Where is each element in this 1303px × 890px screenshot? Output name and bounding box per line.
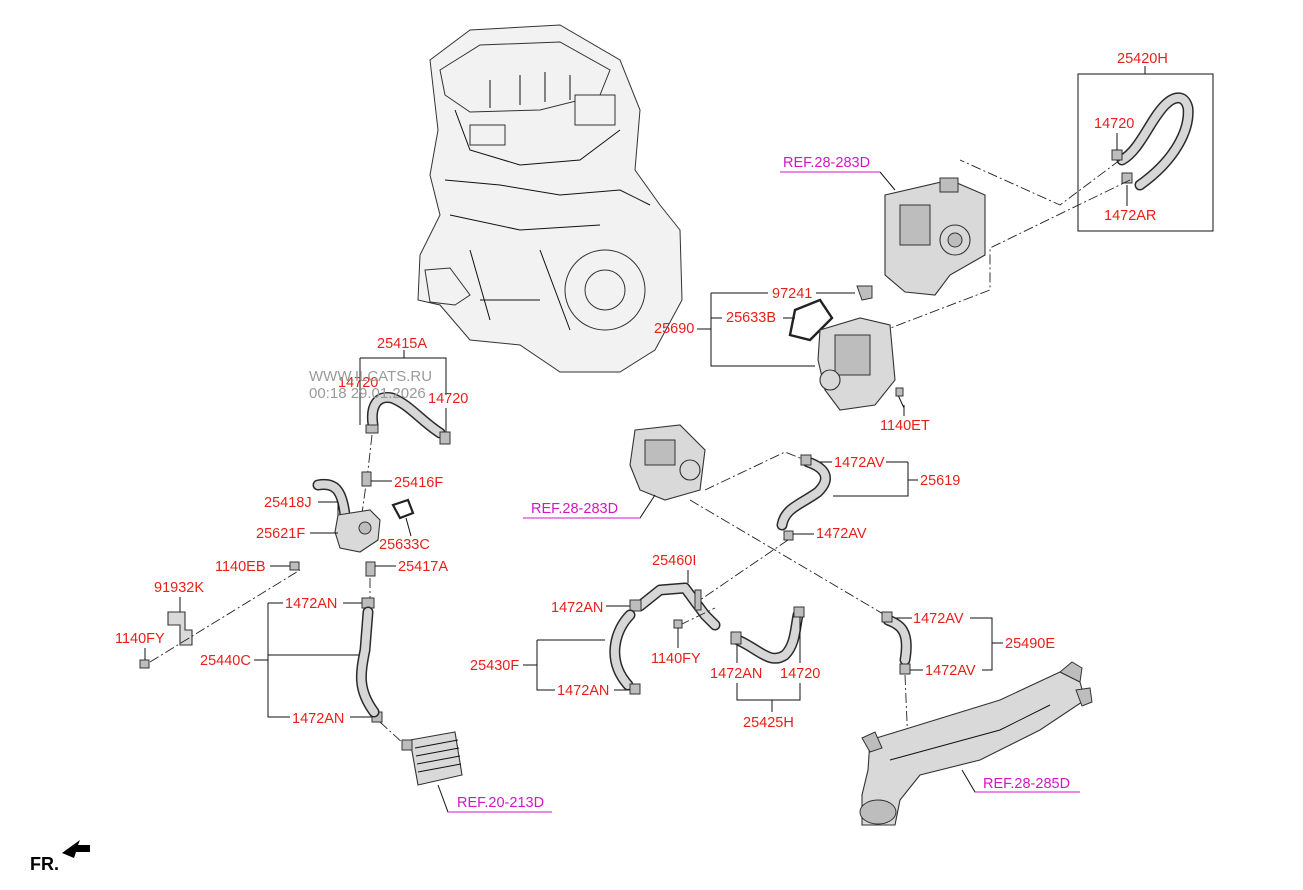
watermark-timestamp: 00:18 29.01.2026: [309, 385, 426, 402]
part-1140fy-center: [673, 619, 683, 629]
group-25619: 1472AV 25619 1472AV: [776, 454, 960, 542]
group-25420h: 25420H 14720 1472AR: [1077, 51, 1214, 232]
label-14720-left[interactable]: 14720: [338, 375, 378, 391]
group-25415a: 25415A 14720 14720: [338, 336, 468, 445]
label-1472AR[interactable]: 1472AR: [1104, 208, 1156, 224]
front-arrow-icon: [62, 840, 90, 858]
label-1140EB[interactable]: 1140EB: [215, 559, 266, 575]
front-direction-indicator: FR.: [30, 840, 90, 874]
throttle-body-illustration: [629, 424, 706, 501]
group-25690: 97241 25633B 25690 1140ET: [654, 285, 930, 434]
ref-20-213d[interactable]: REF.20-213D: [457, 795, 544, 811]
label-1140ET[interactable]: 1140ET: [880, 418, 930, 434]
label-1472AV-mid[interactable]: 1472AV: [816, 526, 867, 542]
part-1140fy-left: [139, 659, 150, 669]
label-25416F[interactable]: 25416F: [394, 475, 443, 491]
group-25430f: 25430F 1472AN: [470, 609, 641, 699]
label-25440C[interactable]: 25440C: [200, 653, 251, 669]
label-1472AV-right-bottom[interactable]: 1472AV: [925, 663, 976, 679]
label-14720-right[interactable]: 14720: [428, 391, 468, 407]
group-25425h: 1472AN 14720 25425H: [710, 606, 820, 731]
label-25460I[interactable]: 25460I: [652, 553, 696, 569]
part-1140eb: [289, 561, 300, 571]
part-91932k: [167, 611, 193, 646]
group-25490e: 1472AV 25490E 1472AV: [881, 611, 1055, 679]
ref-28-285d[interactable]: REF.28-285D: [983, 776, 1070, 792]
label-25621F[interactable]: 25621F: [256, 526, 305, 542]
label-1472AN-center-bottom[interactable]: 1472AN: [557, 683, 609, 699]
watermark-site: WWW.ILCATS.RU: [309, 368, 432, 385]
ref-28-283d-top[interactable]: REF.28-283D: [783, 155, 870, 171]
label-1472AN-right[interactable]: 1472AN: [710, 666, 762, 682]
label-14720-center[interactable]: 14720: [780, 666, 820, 682]
label-1472AV-right-top[interactable]: 1472AV: [913, 611, 964, 627]
label-25425H[interactable]: 25425H: [743, 715, 794, 731]
label-25420H[interactable]: 25420H: [1117, 51, 1168, 67]
label-25633B[interactable]: 25633B: [726, 310, 776, 326]
egr-module-illustration: [884, 177, 986, 296]
ref-28-283d-center[interactable]: REF.28-283D: [531, 501, 618, 517]
label-1140FY-center[interactable]: 1140FY: [651, 651, 701, 667]
engine-block-illustration: [417, 24, 683, 373]
group-25440c: 1472AN 25440C 1472AN: [200, 596, 383, 727]
label-1472AN-center-top[interactable]: 1472AN: [551, 600, 603, 616]
label-1472AV-top[interactable]: 1472AV: [834, 455, 885, 471]
part-25416f: [361, 471, 372, 487]
label-14720[interactable]: 14720: [1094, 116, 1134, 132]
part-25633c: [391, 498, 415, 520]
label-25430F[interactable]: 25430F: [470, 658, 519, 674]
oil-cooler-illustration: [401, 731, 463, 786]
label-25690[interactable]: 25690: [654, 321, 694, 337]
part-25417a: [365, 561, 376, 577]
label-25619[interactable]: 25619: [920, 473, 960, 489]
label-25490E[interactable]: 25490E: [1005, 636, 1055, 652]
label-1472AN-bottom-left[interactable]: 1472AN: [292, 711, 344, 727]
label-25418J[interactable]: 25418J: [264, 495, 312, 511]
label-25415A[interactable]: 25415A: [377, 336, 427, 352]
label-91932K[interactable]: 91932K: [154, 580, 204, 596]
label-1472AN-top-left[interactable]: 1472AN: [285, 596, 337, 612]
coolant-pipe-illustration: [859, 661, 1093, 826]
label-1140FY-left[interactable]: 1140FY: [115, 631, 165, 647]
part-25621f: [334, 509, 381, 553]
group-25460i: 25460I: [634, 553, 721, 631]
label-25633C[interactable]: 25633C: [379, 537, 430, 553]
label-25417A[interactable]: 25417A: [398, 559, 448, 575]
front-label: FR.: [30, 854, 59, 874]
label-97241[interactable]: 97241: [772, 286, 812, 302]
